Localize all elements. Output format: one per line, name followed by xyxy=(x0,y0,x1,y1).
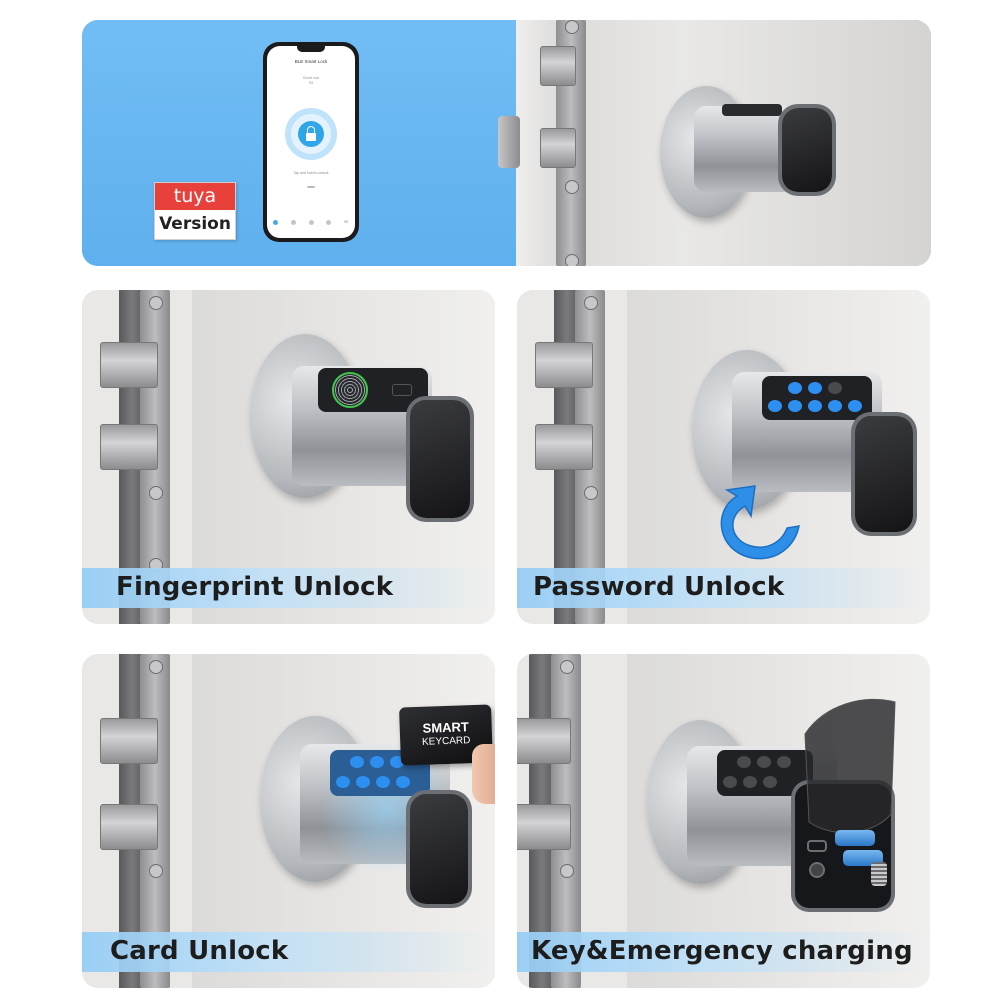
tuya-badge: tuya Version xyxy=(154,182,236,240)
banner-lock-cylinder xyxy=(694,106,796,192)
banner-panel: BLE Smart Lock Smart lock E8 Tap and hol… xyxy=(82,20,931,266)
key-button[interactable] xyxy=(737,756,751,768)
key-button[interactable] xyxy=(336,776,350,788)
banner-bolt-top xyxy=(540,46,576,86)
screw-1 xyxy=(584,296,598,310)
caption-card: Card Unlock xyxy=(110,936,289,966)
caption-band: Key&Emergency charging xyxy=(517,932,930,972)
keypad xyxy=(762,376,872,420)
lock-cap xyxy=(410,400,470,518)
phone-notch xyxy=(297,46,325,52)
phone-status-line1: Smart lock xyxy=(302,76,320,80)
phone-page-dots xyxy=(307,186,315,188)
banner-door-edge-latch xyxy=(498,116,520,168)
caption-key-emergency: Key&Emergency charging xyxy=(531,936,913,966)
key-button[interactable] xyxy=(768,400,782,412)
bolt-bottom xyxy=(517,804,571,850)
screw-2 xyxy=(149,486,163,500)
caption-band: Password Unlock xyxy=(517,568,930,608)
key-button[interactable] xyxy=(723,776,737,788)
screw-1 xyxy=(149,296,163,310)
bolt-top xyxy=(535,342,593,388)
panel-card: SMART KEYCARD Card Unlock xyxy=(82,654,495,988)
key-button[interactable] xyxy=(396,776,410,788)
banner-screw-2 xyxy=(565,180,579,194)
panel-fingerprint: Fingerprint Unlock xyxy=(82,290,495,624)
caption-band: Card Unlock xyxy=(82,932,495,972)
banner-lock-cap xyxy=(782,108,832,192)
key-button[interactable] xyxy=(848,400,862,412)
bolt-bottom xyxy=(100,804,158,850)
banner-lock-keypad-edge xyxy=(722,104,782,116)
screw-2 xyxy=(560,864,574,878)
panel-key-emergency: Key&Emergency charging xyxy=(517,654,930,988)
usb-port xyxy=(807,840,827,852)
caption-band: Fingerprint Unlock xyxy=(82,568,495,608)
phone-bottom-nav: SE xyxy=(267,216,355,228)
tuya-logo: tuya xyxy=(155,183,235,210)
nav-home-icon[interactable] xyxy=(273,219,279,225)
nav-members-icon[interactable] xyxy=(290,219,296,225)
keyhole xyxy=(809,862,825,878)
bolt-top xyxy=(100,718,158,764)
key-button[interactable] xyxy=(788,400,802,412)
phone-app-title: BLE Smart Lock xyxy=(294,59,328,64)
key-button[interactable] xyxy=(743,776,757,788)
key-button[interactable] xyxy=(757,756,771,768)
phone-screen: BLE Smart Lock Smart lock E8 Tap and hol… xyxy=(267,46,355,238)
bolt-bottom xyxy=(100,424,158,470)
nav-more-label[interactable]: SE xyxy=(343,220,349,224)
phone-unlock-circle xyxy=(298,121,324,147)
key-button[interactable] xyxy=(777,756,791,768)
battery-cover-flap xyxy=(804,698,896,834)
phone-unlock-ring[interactable] xyxy=(285,108,337,160)
screw-2 xyxy=(584,486,598,500)
tuya-version-label: Version xyxy=(159,214,231,234)
nav-settings-icon[interactable] xyxy=(326,219,332,225)
keypad xyxy=(717,750,813,796)
phone-hint: Tap and hold to unlock xyxy=(293,171,329,175)
fingerprint-icon[interactable] xyxy=(332,372,368,408)
key-button[interactable] xyxy=(828,400,842,412)
panel-password: Password Unlock xyxy=(517,290,930,624)
caption-password: Password Unlock xyxy=(533,572,785,602)
nav-records-icon[interactable] xyxy=(308,219,314,225)
key-button[interactable] xyxy=(356,776,370,788)
lock-cap xyxy=(855,416,913,532)
key-button[interactable] xyxy=(808,400,822,412)
key-button[interactable] xyxy=(370,756,384,768)
screw-1 xyxy=(149,660,163,674)
battery-1 xyxy=(835,830,875,846)
key-button[interactable] xyxy=(763,776,777,788)
caption-fingerprint: Fingerprint Unlock xyxy=(116,572,394,602)
banner-screw-1 xyxy=(565,20,579,34)
screw-1 xyxy=(560,660,574,674)
bolt-top xyxy=(100,342,158,388)
lock-cap xyxy=(410,794,468,904)
key-button[interactable] xyxy=(376,776,390,788)
bolt-top xyxy=(517,718,571,764)
key-button[interactable] xyxy=(808,382,822,394)
key-button[interactable] xyxy=(788,382,802,394)
bolt-bottom xyxy=(535,424,593,470)
banner-screw-3 xyxy=(565,254,579,266)
fingerprint-panel xyxy=(318,368,428,412)
rotate-arrow-icon xyxy=(720,485,800,560)
phone-mockup: BLE Smart Lock Smart lock E8 Tap and hol… xyxy=(263,42,359,242)
banner-bolt-bottom xyxy=(540,128,576,168)
key-button[interactable] xyxy=(828,382,842,394)
screw-2 xyxy=(149,864,163,878)
hand-fingers xyxy=(472,744,495,804)
key-button[interactable] xyxy=(350,756,364,768)
lock-icon xyxy=(306,126,316,142)
card-reader-icon xyxy=(392,384,412,396)
phone-status-line2: E8 xyxy=(308,81,314,85)
battery-spring xyxy=(871,862,887,886)
